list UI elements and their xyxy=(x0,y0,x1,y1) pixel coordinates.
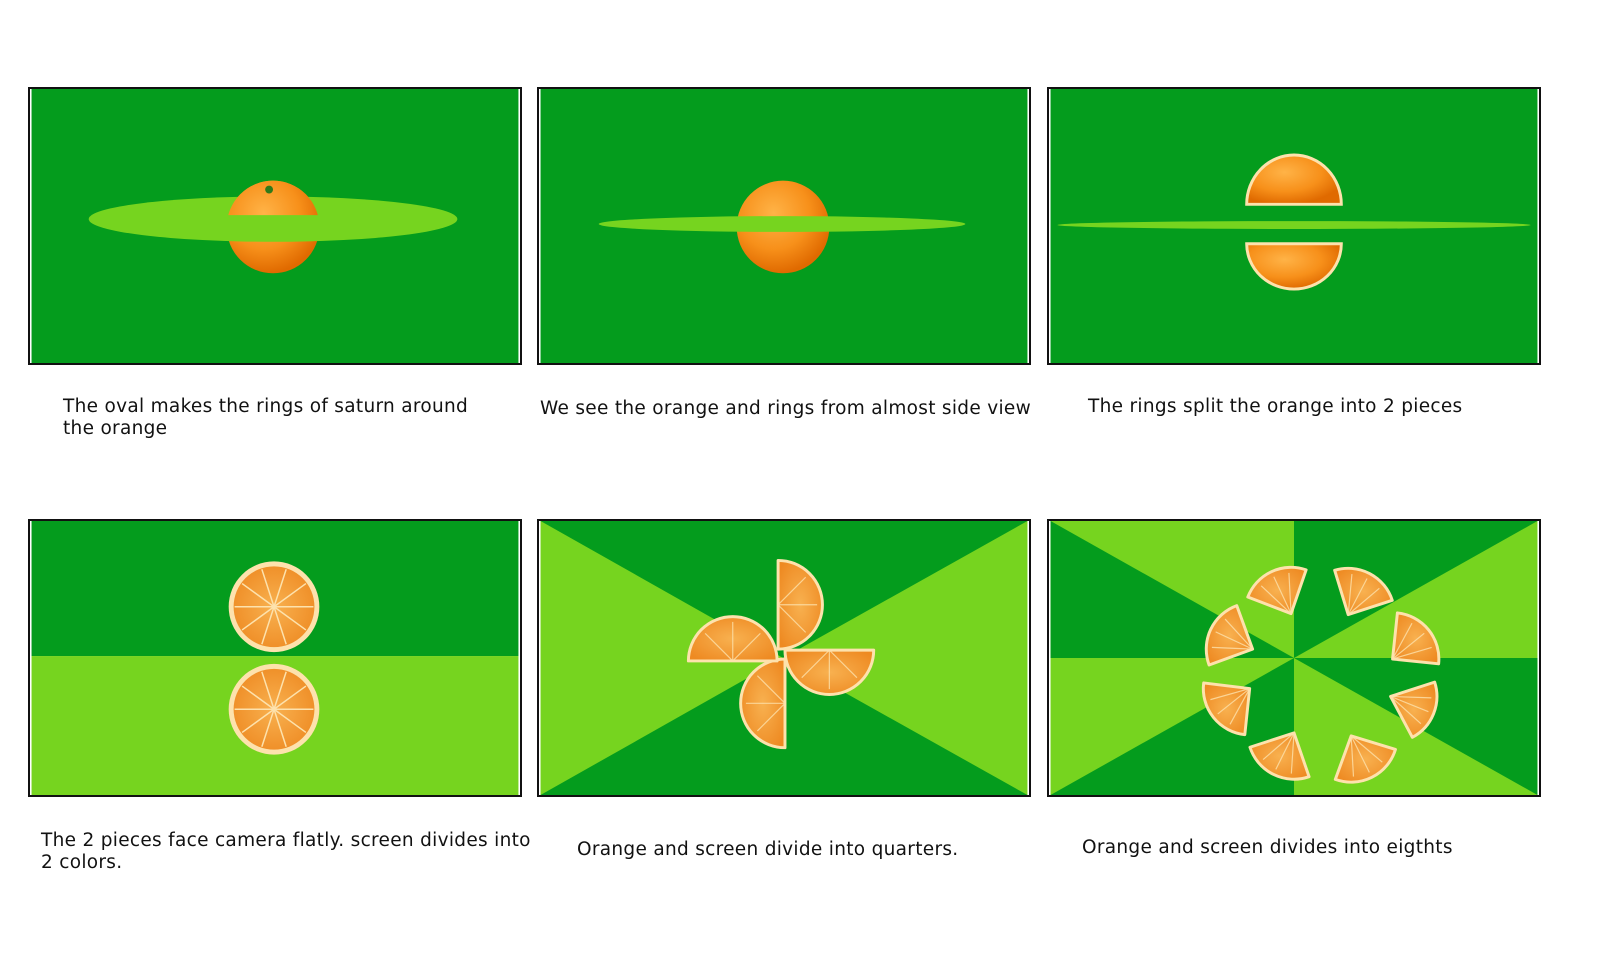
orange-eighth-2 xyxy=(1333,566,1394,617)
orange-eighth-5 xyxy=(1333,734,1397,784)
frame-2-art xyxy=(540,89,1028,363)
frame-4-art xyxy=(31,521,519,795)
frame-5-caption: Orange and screen divide into quarters. xyxy=(577,839,959,860)
frame-3-caption: The rings split the orange into 2 pieces xyxy=(1088,396,1463,417)
ring xyxy=(598,216,966,232)
orange-eighth-4 xyxy=(1389,680,1439,739)
frame-2-caption: We see the orange and rings from almost … xyxy=(540,398,1032,419)
frame-3-art xyxy=(1050,89,1538,363)
orange-bottom-half xyxy=(1245,242,1343,291)
frame-4 xyxy=(28,519,522,797)
orange-eighth-1 xyxy=(1246,565,1308,616)
orange-eighth-3 xyxy=(1391,611,1441,666)
orange-half-top xyxy=(776,558,824,651)
frame-5-art xyxy=(540,521,1028,795)
frame-2 xyxy=(537,87,1031,365)
frame-3 xyxy=(1047,87,1541,365)
orange-eighth-7 xyxy=(1201,681,1252,737)
frame-6-caption: Orange and screen divides into eigthts xyxy=(1082,837,1453,858)
frame-1-art xyxy=(31,89,519,363)
orange-eighth-6 xyxy=(1248,731,1311,781)
frame-1 xyxy=(28,87,522,365)
orange-stem-icon xyxy=(265,185,274,194)
frame-1-caption: The oval makes the rings of saturn aroun… xyxy=(63,396,469,439)
frame-4-caption: The 2 pieces face camera flatly. screen … xyxy=(41,830,531,873)
orange-half-right xyxy=(783,648,876,696)
frame-6-art xyxy=(1050,521,1538,795)
ring xyxy=(1057,221,1531,229)
orange-top-half xyxy=(1245,153,1343,206)
orange-slice-bottom xyxy=(228,663,320,755)
orange-slice-top xyxy=(228,561,320,653)
frame-6 xyxy=(1047,519,1541,797)
frame-5 xyxy=(537,519,1031,797)
orange-half-left xyxy=(686,615,779,663)
ring xyxy=(88,196,458,242)
orange-eighth-8 xyxy=(1204,604,1255,667)
